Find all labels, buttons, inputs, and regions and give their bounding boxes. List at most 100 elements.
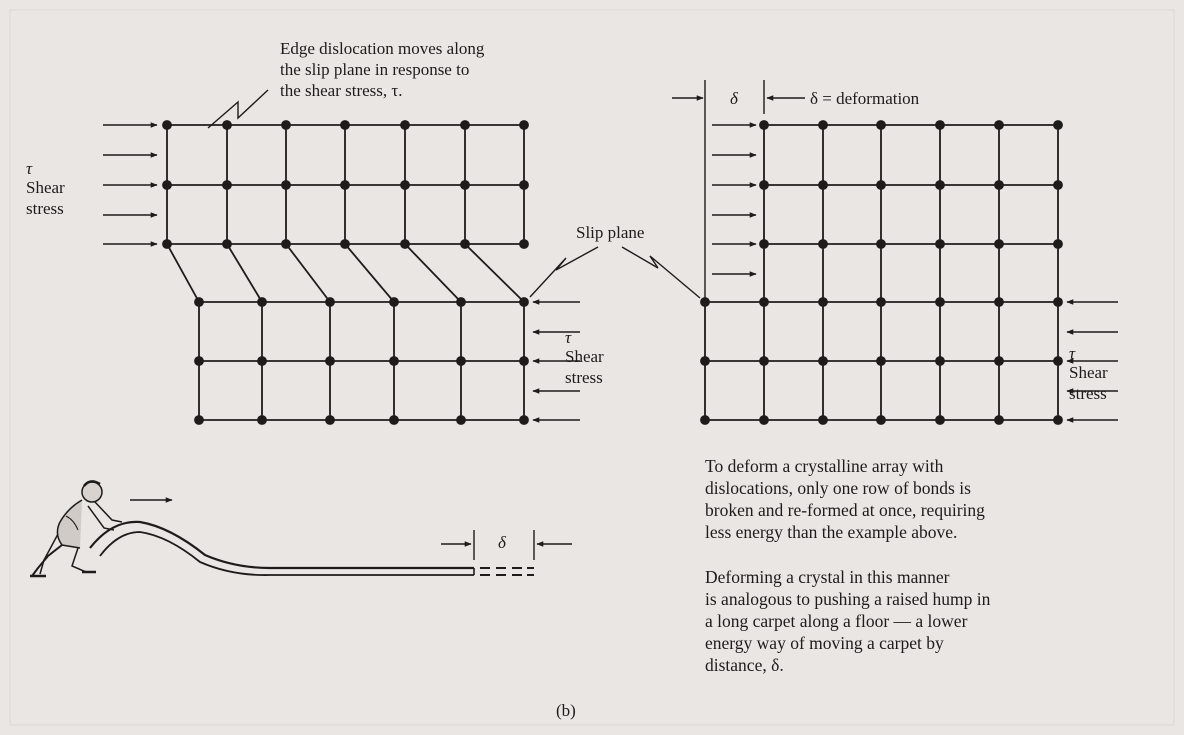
- atom: [876, 356, 886, 366]
- atom: [194, 297, 204, 307]
- deformation-marker: [672, 80, 805, 300]
- slanted-bond: [344, 243, 395, 303]
- shear-stress-label-left: Shear stress: [26, 178, 65, 218]
- atom: [935, 239, 945, 249]
- atom: [222, 120, 232, 130]
- atom: [994, 239, 1004, 249]
- atom: [759, 120, 769, 130]
- atom: [818, 297, 828, 307]
- atom: [935, 120, 945, 130]
- atom: [325, 356, 335, 366]
- atom: [1053, 356, 1063, 366]
- atom: [818, 356, 828, 366]
- person-pushing-carpet-icon: [30, 480, 123, 578]
- atom: [257, 415, 267, 425]
- atom: [994, 356, 1004, 366]
- atom: [162, 180, 172, 190]
- slip-plane-leader-right: [621, 246, 701, 299]
- atom: [1053, 415, 1063, 425]
- tau-label-middle: τ: [565, 328, 572, 347]
- delta-symbol-carpet: δ: [498, 533, 506, 552]
- atom: [818, 415, 828, 425]
- atom: [1053, 239, 1063, 249]
- atom: [162, 239, 172, 249]
- atom: [519, 415, 529, 425]
- atom: [325, 297, 335, 307]
- atom: [876, 120, 886, 130]
- slanted-bond: [285, 243, 331, 303]
- atom: [700, 415, 710, 425]
- atom: [876, 297, 886, 307]
- atom: [281, 180, 291, 190]
- atom: [460, 239, 470, 249]
- atom: [1053, 297, 1063, 307]
- atom: [935, 180, 945, 190]
- atom: [456, 415, 466, 425]
- shear-stress-label-middle: Shear stress: [565, 347, 604, 387]
- atom: [281, 239, 291, 249]
- atom: [456, 356, 466, 366]
- atom: [994, 120, 1004, 130]
- panel-label: (b): [556, 701, 576, 720]
- atom: [222, 180, 232, 190]
- atom: [281, 120, 291, 130]
- atom: [994, 415, 1004, 425]
- left-crystal-lattice: [103, 120, 580, 425]
- atom: [257, 356, 267, 366]
- atom: [935, 297, 945, 307]
- shear-stress-label-right: Shear stress: [1069, 363, 1108, 403]
- atom: [994, 180, 1004, 190]
- atom: [519, 239, 529, 249]
- atom: [456, 297, 466, 307]
- dislocation-paragraph: To deform a crystalline array with dislo…: [705, 456, 985, 542]
- atom: [876, 415, 886, 425]
- delta-symbol-top: δ: [730, 89, 738, 108]
- atom: [759, 239, 769, 249]
- tau-label-right: τ: [1069, 344, 1076, 363]
- edge-dislocation-label: Edge dislocation moves along the slip pl…: [280, 39, 485, 100]
- atom: [818, 239, 828, 249]
- atom: [460, 180, 470, 190]
- atom: [759, 415, 769, 425]
- atom: [876, 239, 886, 249]
- atom: [460, 120, 470, 130]
- atom: [935, 356, 945, 366]
- atom: [994, 297, 1004, 307]
- carpet-analogy: [30, 480, 572, 578]
- slanted-bond: [404, 243, 462, 303]
- edge-dislocation-leader: [207, 89, 269, 129]
- atom: [340, 239, 350, 249]
- atom: [700, 356, 710, 366]
- atom: [400, 180, 410, 190]
- atom: [194, 356, 204, 366]
- atom: [519, 120, 529, 130]
- atom: [389, 356, 399, 366]
- atom: [759, 180, 769, 190]
- atom: [818, 120, 828, 130]
- slip-plane-leader-left: [529, 246, 599, 298]
- atom: [935, 415, 945, 425]
- carpet-analogy-paragraph: Deforming a crystal in this manner is an…: [705, 567, 991, 675]
- atom: [519, 297, 529, 307]
- atom: [162, 120, 172, 130]
- atom: [876, 180, 886, 190]
- atom: [1053, 120, 1063, 130]
- slip-plane-label: Slip plane: [576, 223, 645, 242]
- delta-deformation-label: δ = deformation: [810, 89, 920, 108]
- atom: [400, 120, 410, 130]
- atom: [759, 297, 769, 307]
- atom: [389, 415, 399, 425]
- slanted-bond: [464, 243, 525, 303]
- tau-label-left: τ: [26, 159, 33, 178]
- atom: [222, 239, 232, 249]
- slanted-bond: [226, 243, 263, 303]
- atom: [340, 120, 350, 130]
- atom: [400, 239, 410, 249]
- atom: [389, 297, 399, 307]
- atom: [818, 180, 828, 190]
- atom: [340, 180, 350, 190]
- atom: [194, 415, 204, 425]
- atom: [759, 356, 769, 366]
- carpet: [89, 520, 474, 570]
